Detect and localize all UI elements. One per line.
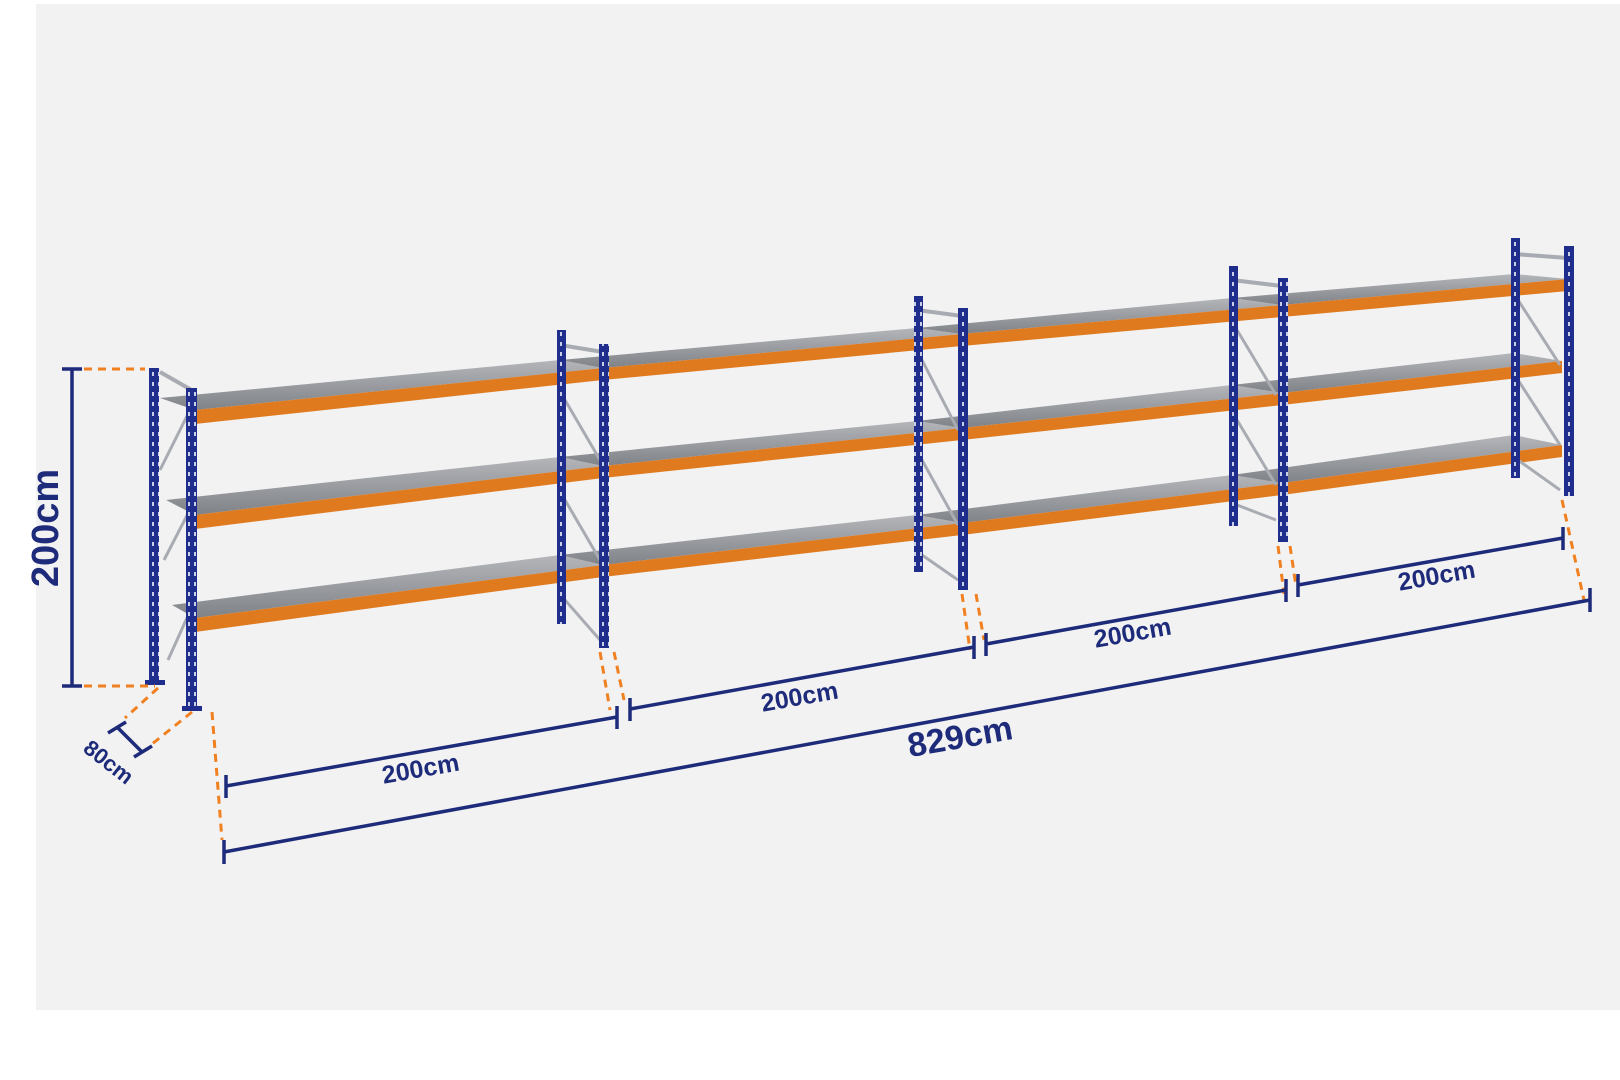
bay-4-shelves — [1232, 274, 1568, 495]
bay-4-dimension-line — [1297, 536, 1564, 587]
height-label: 200cm — [25, 469, 67, 587]
frame-2 — [557, 330, 609, 648]
shelf-bay4-top — [1232, 274, 1568, 305]
depth-label: 80cm — [79, 735, 139, 789]
beam-bay2-bot — [603, 523, 962, 577]
beam-bay2-top — [603, 334, 962, 380]
bay-2-shelves — [560, 328, 962, 577]
beam-bay2-mid — [603, 428, 962, 478]
shelf-bay3-mid — [917, 385, 1282, 428]
extension-lines — [70, 367, 1586, 841]
shelf-bay3-bot — [917, 475, 1282, 523]
shelf-bay2-bot — [560, 515, 962, 565]
bay-3-label: 200cm — [1092, 613, 1174, 654]
bay-3-dimension-line — [985, 588, 1287, 646]
bay-1-shelves — [160, 360, 603, 632]
frame-3 — [914, 296, 968, 590]
shelf-bay3-top — [917, 298, 1282, 334]
shelf-bay1-bot — [172, 555, 603, 618]
beam-bay3-mid — [962, 393, 1282, 440]
bay-4-label: 200cm — [1396, 556, 1478, 597]
beam-bay1-bot — [195, 565, 603, 632]
shelf-bay1-mid — [166, 457, 603, 515]
shelf-bay4-bot — [1232, 435, 1562, 483]
depth-dimension-line — [116, 726, 144, 754]
beam-bay4-bot — [1282, 445, 1562, 495]
beam-bay4-top — [1282, 279, 1568, 317]
dimension-lines — [62, 367, 1592, 864]
beam-bay4-mid — [1282, 361, 1562, 405]
shelf-bay1-top — [160, 360, 603, 410]
frame-1 — [145, 368, 202, 711]
shelf-bay2-top — [560, 328, 962, 368]
shelf-bay4-mid — [1232, 353, 1562, 393]
bay-3-shelves — [917, 298, 1282, 535]
bay-2-dimension-line — [629, 645, 975, 711]
beam-bay3-top — [962, 305, 1282, 346]
shelf-bay2-mid — [560, 421, 962, 466]
frame-4 — [1229, 266, 1288, 542]
total-length-label: 829cm — [905, 709, 1016, 765]
bay-1-label: 200cm — [380, 749, 462, 790]
shelves — [160, 274, 1568, 632]
beam-bay3-bot — [962, 483, 1282, 535]
beam-bay1-mid — [195, 466, 603, 529]
total-length-dimension-line — [223, 598, 1591, 854]
frame-5 — [1511, 238, 1574, 496]
beam-bay1-top — [195, 368, 603, 424]
bay-1-dimension-line — [225, 715, 618, 788]
upright-frames — [145, 238, 1574, 711]
